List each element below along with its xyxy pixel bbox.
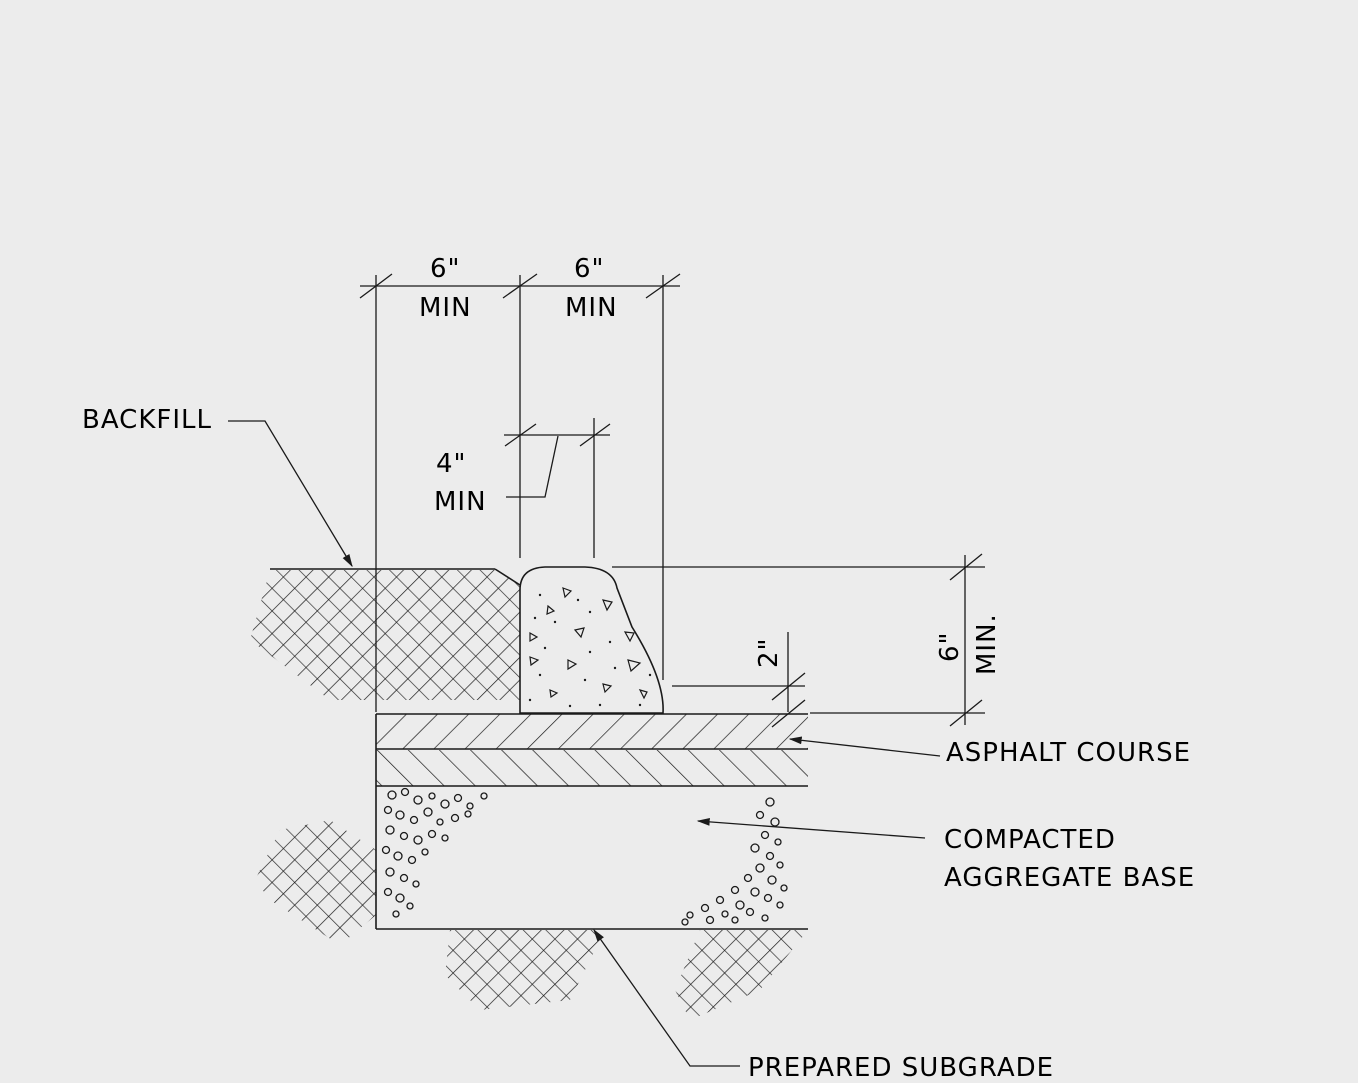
- dimension-line-curb-top: [504, 423, 611, 498]
- asphalt-course-label: ASPHALT COURSE: [946, 738, 1191, 768]
- subgrade-soil-bottom: [445, 930, 808, 1020]
- extension-lines: [375, 275, 985, 714]
- height-value: 6": [935, 631, 965, 662]
- top-width-note: MIN: [434, 487, 487, 517]
- grade-slope-line: [494, 568, 521, 586]
- top-width-value: 4": [436, 449, 467, 479]
- dimension-line-top-widths: [359, 273, 681, 299]
- left-width-note: MIN: [419, 293, 472, 323]
- right-width-value: 6": [574, 254, 605, 284]
- height-note: MIN.: [972, 613, 1002, 675]
- aggregate-gravel-left: [381, 787, 488, 918]
- subgrade-soil-left: [255, 820, 376, 945]
- dimension-line-reveal: [771, 672, 806, 728]
- concrete-curb: [519, 566, 664, 714]
- asphalt-leader: [788, 736, 941, 757]
- aggregate-gravel-right: [681, 797, 788, 926]
- aggregate-base-label-line1: COMPACTED: [944, 825, 1116, 855]
- aggregate-leader: [696, 817, 926, 839]
- aggregate-base-label-line2: AGGREGATE BASE: [944, 863, 1195, 893]
- backfill-label: BACKFILL: [82, 405, 212, 435]
- prepared-subgrade-label: PREPARED SUBGRADE: [748, 1053, 1054, 1083]
- dimension-line-height: [949, 553, 983, 727]
- concrete-aggregate-texture: [529, 587, 648, 700]
- concrete-sand-dots: [528, 593, 652, 708]
- reveal-value: 2": [754, 637, 784, 668]
- subgrade-leader: [593, 928, 740, 1067]
- asphalt-course: [375, 713, 808, 929]
- right-width-note: MIN: [565, 293, 618, 323]
- left-width-value: 6": [430, 254, 461, 284]
- backfill-leader: [228, 420, 353, 568]
- backfill-soil-hatch: [250, 570, 520, 700]
